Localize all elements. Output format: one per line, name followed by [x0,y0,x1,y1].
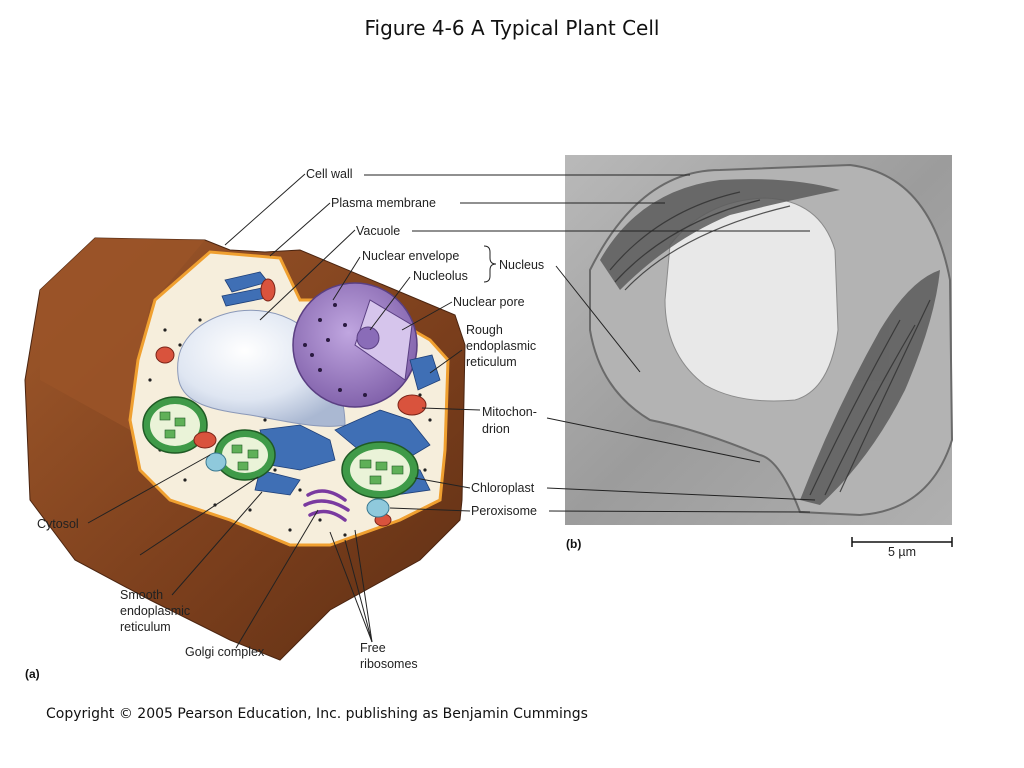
label-free-ribosomes-2: ribosomes [360,657,418,671]
label-nucleolus: Nucleolus [413,269,468,283]
label-plasma-membrane: Plasma membrane [331,196,436,210]
label-nucleus: Nucleus [499,258,544,272]
label-chloroplast: Chloroplast [471,481,535,495]
leader-lines-a [87,173,497,649]
scale-bar: 5 µm [851,537,953,559]
label-mitochondrion-1: Mitochon- [482,405,537,419]
label-cell-wall: Cell wall [306,167,353,181]
copyright-notice: Copyright © 2005 Pearson Education, Inc.… [46,706,588,722]
scale-bar-label: 5 µm [888,545,916,559]
electron-micrograph [565,155,954,525]
label-rough-er-2: endoplasmic [466,339,536,353]
label-smooth-er-1: Smooth [120,588,163,602]
cell-illustration [24,237,466,661]
chloroplasts [142,396,419,499]
nuclear-pores [303,303,367,397]
label-nuclear-pore: Nuclear pore [453,295,525,309]
label-free-ribosomes-1: Free [360,641,386,655]
label-rough-er-3: reticulum [466,355,517,369]
label-mitochondrion-2: drion [482,422,510,436]
label-cytosol: Cytosol [37,517,79,531]
peroxisomes [205,452,390,518]
label-nuclear-envelope: Nuclear envelope [362,249,459,263]
label-smooth-er-3: reticulum [120,620,171,634]
nucleus-cutaway [354,299,413,381]
leader-lines-b [364,174,816,513]
label-smooth-er-2: endoplasmic [120,604,190,618]
panel-label-b: (b) [566,537,581,551]
nucleolus [356,326,380,350]
mitochondria [155,278,427,527]
label-golgi-complex: Golgi complex [185,645,265,659]
golgi-complex [303,489,350,522]
cell-wall-top-face [40,238,205,430]
panel-label-a: (a) [25,667,40,681]
label-rough-er-1: Rough [466,323,503,337]
page-title: Figure 4-6 A Typical Plant Cell [364,16,660,40]
label-vacuole: Vacuole [356,224,400,238]
label-peroxisome: Peroxisome [471,504,537,518]
